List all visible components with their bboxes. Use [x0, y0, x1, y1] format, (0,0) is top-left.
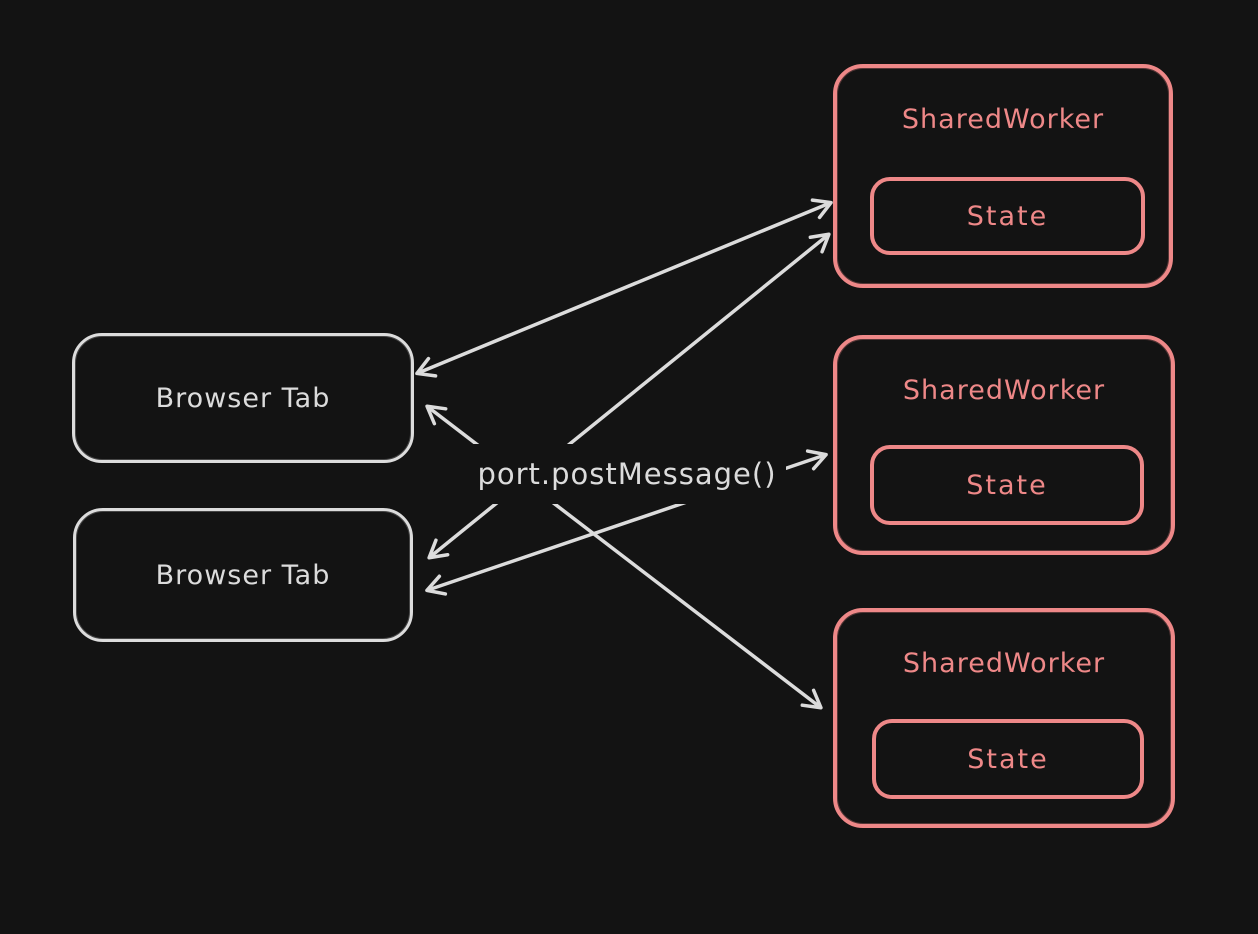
browser-tab-2[interactable]: Browser Tab [73, 508, 413, 642]
shared-worker-2-state-box[interactable]: State [870, 445, 1144, 525]
shared-worker-3-state-box[interactable]: State [872, 719, 1144, 799]
arrow-tab2-worker1[interactable] [427, 232, 831, 560]
shared-worker-1[interactable]: SharedWorker State [833, 64, 1173, 288]
browser-tab-2-label: Browser Tab [155, 559, 331, 591]
browser-tab-1-label: Browser Tab [155, 382, 331, 414]
shared-worker-2[interactable]: SharedWorker State [833, 335, 1175, 555]
browser-tab-1[interactable]: Browser Tab [72, 333, 414, 463]
arrow-tab1-worker1[interactable] [415, 198, 833, 378]
shared-worker-1-state-label: State [966, 200, 1049, 232]
shared-worker-2-label: SharedWorker [902, 375, 1106, 406]
shared-worker-3[interactable]: SharedWorker State [833, 608, 1175, 828]
shared-worker-1-state-box[interactable]: State [870, 177, 1145, 255]
shared-worker-3-state-label: State [967, 743, 1049, 775]
shared-worker-3-label: SharedWorker [902, 648, 1106, 679]
shared-worker-2-state-label: State [966, 469, 1048, 501]
shared-worker-1-label: SharedWorker [901, 104, 1105, 135]
port-postmessage-label[interactable]: port.postMessage() [468, 444, 786, 504]
